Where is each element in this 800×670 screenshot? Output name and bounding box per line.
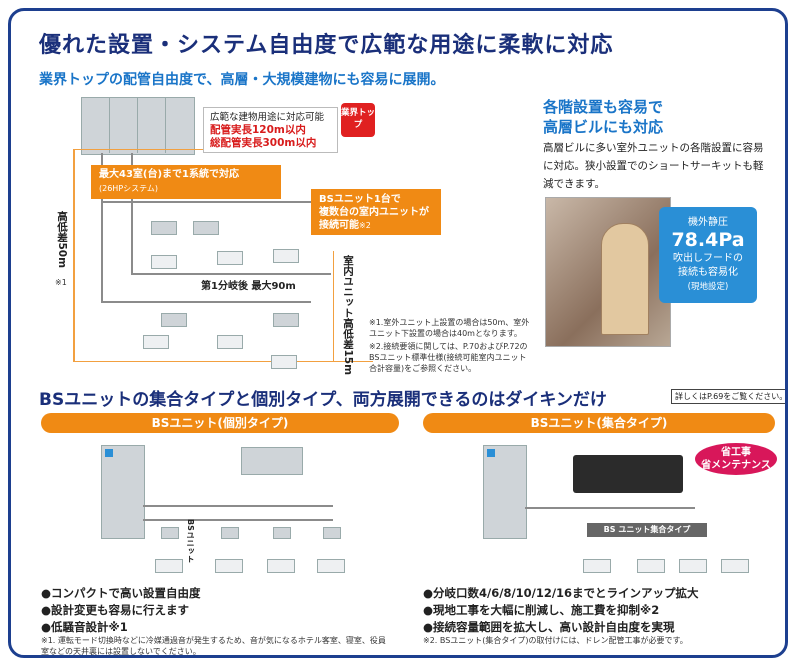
right-bullet: ●接続容量範囲を拡大し、高い設計自由度を実現 (423, 620, 675, 634)
outdoor-unit (483, 445, 527, 539)
individual-type-diagram: BSユニット (41, 435, 399, 585)
left-bullet: ●コンパクトで高い設置自由度 (41, 586, 201, 600)
bs-banner: BSユニット1台で 複数台の室内ユニットが 接続可能※2 (311, 189, 441, 235)
indoor-unit (317, 559, 345, 573)
bs-unit (273, 527, 291, 539)
outdoor-unit-divider (109, 97, 110, 153)
bs-unit (161, 527, 179, 539)
right-heading-line2: 高層ビルにも対応 (543, 118, 664, 136)
saving-badge: 省工事 省メンテナンス (695, 443, 777, 475)
right-footnote: ※2. BSユニット(集合タイプ)の取付けには、ドレン配管工事が必要です。 (423, 636, 688, 645)
pipe-horizontal-3 (131, 273, 331, 275)
collective-type-diagram (423, 435, 775, 585)
box-line1: 吹出しフードの (673, 253, 743, 264)
left-footnote: ※1. 運転モード切換時などに冷媒通過音が発生するため、音が気になるホテル客室、… (41, 636, 386, 656)
top-diagram: 高低差50m ※1 室内ユニット高低差15m 第1分岐後 最大90m 広範な建物… (11, 11, 531, 381)
indoor-unit (215, 559, 243, 573)
indoor-unit (155, 559, 183, 573)
indoor-unit (143, 335, 169, 349)
indoor-unit (151, 255, 177, 269)
height-line-left (73, 149, 75, 361)
right-bullet: ●分岐口数4/6/8/10/12/16までとラインアップ拡大 (423, 586, 699, 600)
right-bullet: ●現地工事を大幅に削減し、施工費を抑制※2 (423, 603, 660, 617)
right-heading-line1: 各階設置も容易で (543, 98, 664, 116)
individual-type-bar: BSユニット(個別タイプ) (41, 413, 399, 433)
daikin-logo-icon (487, 449, 495, 457)
outdoor-unit-group (81, 97, 195, 155)
banner1-sub: (26HPシステム) (99, 184, 159, 193)
page-title: 優れた設置・システム自由度で広範な用途に柔軟に対応 (39, 33, 614, 58)
outdoor-unit-divider (137, 97, 138, 153)
indoor-line-top (333, 251, 334, 361)
left-bullet: ●設計変更も容易に行えます (41, 603, 190, 617)
daikin-logo-icon (105, 449, 113, 457)
note-line2: 配管実長120m以内 (210, 124, 306, 136)
indoor-unit (721, 559, 749, 573)
banner2-line3: 接続可能 (319, 220, 359, 231)
footnote-2: ※2.接続要領に関しては、P.70およびP.72のBSユニット標準仕様(接続可能… (369, 342, 528, 373)
pipe (143, 505, 333, 507)
right-bullets: ●分岐口数4/6/8/10/12/16までとラインアップ拡大 ●現地工事を大幅に… (423, 585, 699, 636)
pipe-horizontal-2 (101, 301, 311, 303)
static-pressure-box: 機外静圧 78.4Pa 吹出しフードの 接続も容易化 (現地設定) (659, 207, 757, 303)
note-line1: 広範な建物用途に対応可能 (210, 112, 325, 123)
indoor-unit (273, 249, 299, 263)
height-line-bottom (73, 361, 373, 362)
indoor-unit (271, 355, 297, 369)
bs-unit (161, 313, 187, 327)
indoor-height-label: 室内ユニット高低差15m (342, 255, 354, 376)
capacity-banner: 最大43室(台)まで1系統で対応 (26HPシステム) (91, 165, 281, 199)
right-heading: 各階設置も容易で 高層ビルにも対応 (543, 97, 663, 137)
bs-unit (323, 527, 341, 539)
pipe-horizontal-1 (101, 201, 311, 203)
footnote-1: ※1.室外ユニット上設置の場合は50m、室外ユニット下設置の場合は40mとなりま… (369, 318, 530, 338)
pipe (143, 519, 333, 521)
collective-bs-unit (573, 455, 683, 493)
outdoor-unit-divider (165, 97, 166, 153)
bs-unit (193, 221, 219, 235)
banner2-line2: 複数台の室内ユニットが (319, 207, 429, 218)
page-frame: 優れた設置・システム自由度で広範な用途に柔軟に対応 業界トップの配管自由度で、高… (8, 8, 788, 658)
pipe-vertical-2 (131, 153, 133, 273)
banner2-line1: BSユニット1台で (319, 194, 401, 205)
bs-unit (221, 527, 239, 539)
left-bullets: ●コンパクトで高い設置自由度 ●設計変更も容易に行えます ●低騒音設計※1 (41, 585, 201, 636)
height-mark: ※1 (55, 278, 67, 287)
bs-unit (151, 221, 177, 235)
box-note: (現地設定) (687, 282, 729, 292)
bs-collective-strip: BS ユニット集合タイプ (587, 523, 707, 537)
box-label: 機外静圧 (688, 217, 728, 228)
section2-title: BSユニットの集合タイプと個別タイプ、両方展開できるのはダイキンだけ (39, 390, 607, 410)
indoor-unit (637, 559, 665, 573)
bs-unit (273, 313, 299, 327)
box-value: 78.4Pa (671, 229, 745, 251)
pipe-vertical-main (101, 153, 103, 303)
collective-type-bar: BSユニット(集合タイプ) (423, 413, 775, 433)
hood-unit (601, 223, 649, 335)
note-line3: 総配管実長300m以内 (210, 137, 317, 149)
page-reference: 詳しくはP.69をご覧ください。 (671, 389, 785, 404)
banner1-main: 最大43室(台)まで1系統で対応 (99, 169, 240, 180)
indoor-unit (679, 559, 707, 573)
spec-note-box: 広範な建物用途に対応可能 配管実長120m以内 総配管実長300m以内 (203, 107, 338, 153)
ceiling-unit (241, 447, 303, 475)
banner2-mark: ※2 (359, 221, 371, 230)
box-line2: 接続も容易化 (678, 267, 738, 278)
saving-line1: 省工事 (721, 447, 751, 458)
indoor-unit (267, 559, 295, 573)
right-body-text: 高層ビルに多い室外ユニットの各階設置に容易に対応。狭小設置でのショートサーキット… (543, 142, 764, 190)
industry-top-badge: 業界トップ (341, 103, 375, 137)
indoor-unit (217, 251, 243, 265)
bs-unit-label: BSユニット (186, 519, 195, 563)
pipe (525, 507, 695, 509)
outdoor-unit (101, 445, 145, 539)
branch-label: 第1分岐後 最大90m (201, 281, 296, 292)
indoor-unit (217, 335, 243, 349)
saving-line2: 省メンテナンス (701, 460, 771, 471)
left-bullet: ●低騒音設計※1 (41, 620, 128, 634)
page-subtitle: 業界トップの配管自由度で、高層・大規模建物にも容易に展開。 (39, 72, 445, 88)
height-label: 高低差50m (56, 211, 68, 269)
indoor-unit (583, 559, 611, 573)
